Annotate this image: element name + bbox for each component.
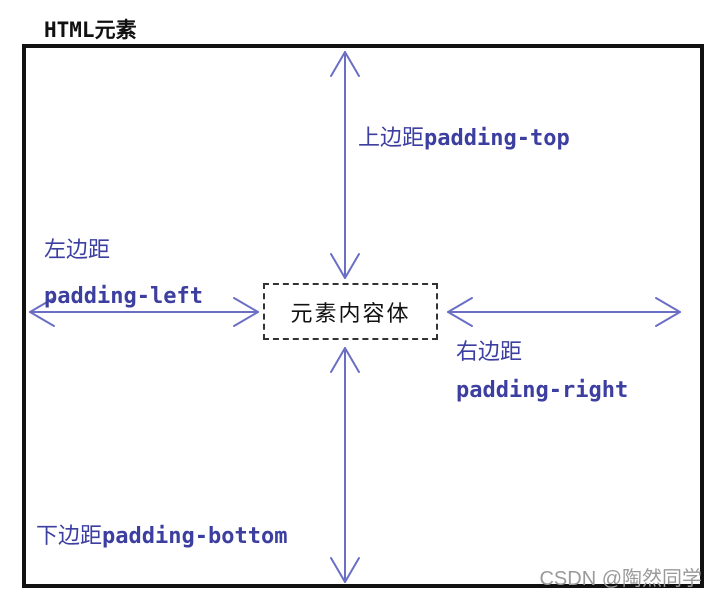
element-content-box: 元素内容体 — [263, 283, 438, 340]
padding-left-label-en: padding-left — [44, 284, 203, 309]
content-box-label: 元素内容体 — [290, 301, 411, 327]
diagram-title: HTML元素 — [44, 18, 137, 42]
padding-top-label-en: padding-top — [424, 126, 570, 151]
padding-bottom-label: 下边距padding-bottom — [36, 524, 287, 549]
padding-top-label: 上边距padding-top — [358, 126, 570, 151]
html-element-border — [22, 44, 704, 588]
padding-bottom-label-en: padding-bottom — [102, 524, 288, 549]
padding-right-label-en: padding-right — [456, 378, 629, 403]
padding-bottom-arrow — [330, 347, 360, 583]
padding-top-label-cn: 上边距 — [358, 126, 425, 151]
padding-left-label-cn-line: 左边距 — [44, 238, 110, 263]
padding-right-label-cn: 右边距 — [456, 340, 523, 365]
padding-bottom-label-cn: 下边距 — [36, 524, 103, 549]
padding-right-arrow — [447, 297, 681, 327]
padding-top-arrow — [330, 51, 360, 279]
csdn-watermark: CSDN @陶然同学 — [539, 568, 702, 590]
padding-left-label-cn: 左边距 — [44, 238, 111, 263]
padding-left-label-en-line: padding-left — [44, 284, 203, 309]
padding-right-label-cn-line: 右边距 — [456, 340, 522, 365]
padding-left-arrow — [29, 297, 259, 327]
padding-right-label-en-line: padding-right — [456, 378, 628, 403]
